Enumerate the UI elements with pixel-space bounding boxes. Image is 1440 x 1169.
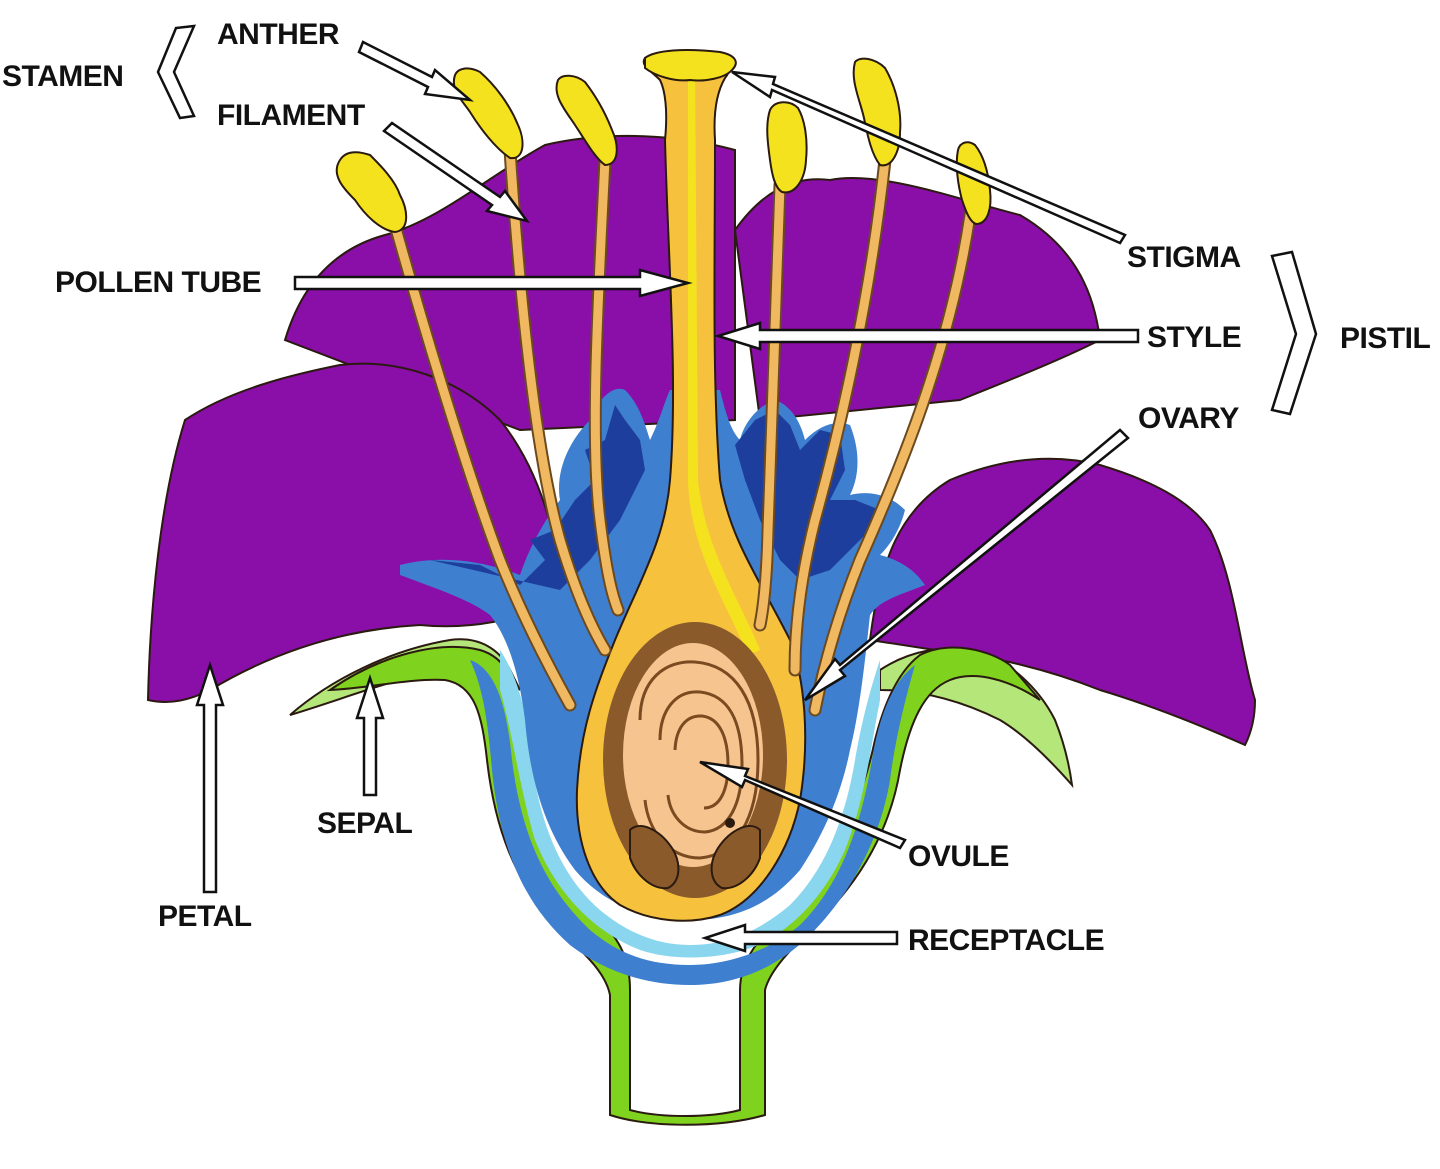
- label-stigma: STIGMA: [1127, 241, 1241, 274]
- filament-3-fill: [590, 155, 623, 615]
- ovule-base-left: [629, 825, 680, 890]
- anther-6: [955, 141, 992, 226]
- label-style: STYLE: [1147, 321, 1241, 354]
- receptacle-arrow: [700, 923, 899, 953]
- pistil-brace: [1270, 250, 1318, 416]
- ovule-inner: [623, 643, 763, 867]
- label-filament: FILAMENT: [217, 99, 365, 132]
- ovule-arrow: [699, 760, 907, 850]
- ovule-ring-2: [658, 690, 744, 834]
- filament-6-fill: [810, 210, 975, 715]
- filament-1-fill: [390, 220, 575, 710]
- style-highlight: [688, 70, 760, 655]
- filament-5-fill: [790, 155, 890, 675]
- ovule: [603, 622, 787, 898]
- ovule-ring-1: [638, 660, 760, 860]
- pollen-tube-arrow: [293, 268, 693, 298]
- stigma-tip: [644, 49, 737, 82]
- back-right-petal: [733, 177, 1102, 422]
- label-stamen: STAMEN: [2, 60, 123, 93]
- stigma-arrow: [731, 70, 1127, 245]
- label-sepal: SEPAL: [317, 807, 412, 840]
- sepal-arrow: [355, 673, 385, 797]
- ovule-ring-3: [673, 714, 730, 810]
- group-braces: [156, 24, 1318, 416]
- anther-arrow: [357, 40, 475, 102]
- label-pointers: [195, 40, 1140, 953]
- petals: [146, 134, 1257, 747]
- label-petal: PETAL: [158, 900, 252, 933]
- label-pistil: PISTIL: [1340, 322, 1431, 355]
- filament-2-fill: [505, 145, 610, 655]
- text-labels: STAMEN ANTHER FILAMENT POLLEN TUBE STIGM…: [2, 18, 1431, 957]
- stamens: [335, 57, 992, 717]
- ovule-base-right: [710, 825, 761, 890]
- style-arrow: [713, 321, 1140, 351]
- label-receptacle: RECEPTACLE: [908, 924, 1104, 957]
- front-right-petal: [868, 457, 1257, 747]
- stamen-brace: [156, 24, 197, 120]
- label-ovule: OVULE: [908, 840, 1009, 873]
- receptacle-cup: [326, 646, 1041, 1126]
- filament-4-fill: [755, 180, 785, 630]
- filament-arrow: [382, 121, 531, 224]
- label-ovary: OVARY: [1138, 402, 1239, 435]
- anther-3: [555, 74, 618, 167]
- anther-4: [766, 101, 808, 194]
- petal-arrow: [195, 660, 225, 894]
- micropyle-dot: [725, 818, 735, 828]
- anther-5: [852, 57, 902, 167]
- anther-2: [452, 67, 524, 160]
- anther-1: [335, 151, 408, 234]
- label-pollen-tube: POLLEN TUBE: [55, 266, 261, 299]
- ovary-arrow: [803, 428, 1130, 702]
- label-anther: ANTHER: [217, 18, 340, 51]
